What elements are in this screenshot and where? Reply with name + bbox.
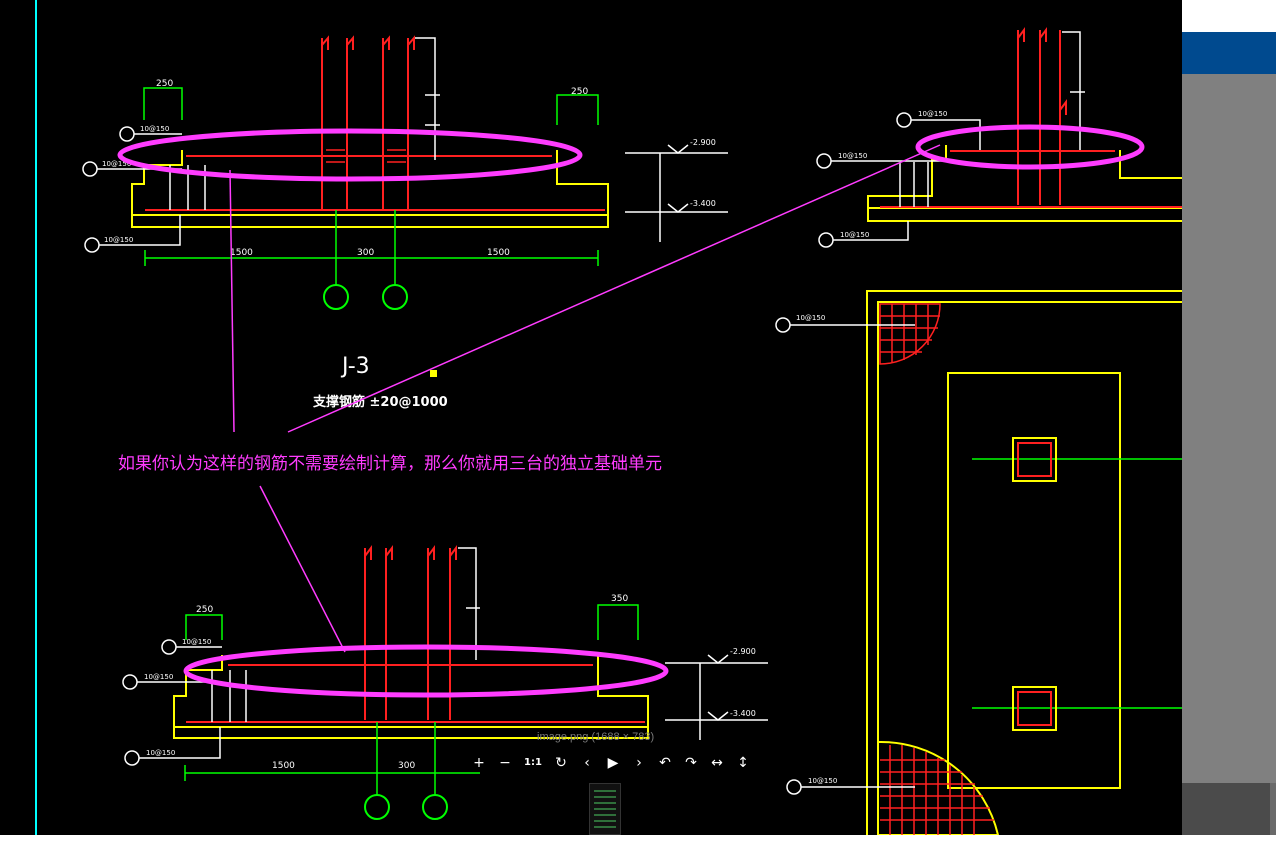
bar-label: 10@150 [838,152,867,160]
drawing-subtitle: 支撑钢筋 ±20@1000 [312,394,448,410]
bar-label: 10@150 [840,231,869,239]
sidebar-bottom [1182,783,1276,835]
bar-label: 10@150 [140,125,169,133]
dim-label: 1500 [272,761,295,771]
dim-label: 350 [611,594,628,604]
dim-label: 1500 [230,248,253,258]
bottom-strip [0,835,1276,851]
bar-label: 10@150 [918,110,947,118]
section-bottom: 250 350 1500 300 -2.900 -3.400 10@150 10… [122,545,768,820]
right-sidebar [1182,0,1276,835]
rotate-icon[interactable]: ↻ [555,755,567,771]
drawing-title: J-3 [340,354,370,379]
next-icon[interactable]: › [636,755,642,771]
sidebar-top [1182,0,1276,32]
zoom-in-button[interactable]: + [473,755,485,771]
bar-label: 10@150 [808,777,837,785]
dim-label: 300 [398,761,415,771]
dim-label: 250 [196,605,213,615]
bar-label: 10@150 [146,749,175,757]
section-top-right: 10@150 10@150 10@150 [816,27,1182,248]
bar-label: 10@150 [102,160,131,168]
level-label: -3.400 [730,709,756,718]
annotation-text: 如果你认为这样的钢筋不需要绘制计算，那么你就用三台的独立基础单元 [118,454,662,474]
annotation-leaders [229,144,941,653]
dim-label: 250 [156,79,173,89]
prev-icon[interactable]: ‹ [584,755,590,771]
dim-label: 300 [357,248,374,258]
level-label: -2.900 [690,138,716,147]
section-top-left: 250 250 1500 300 1500 -2.900 -3.400 10@ [82,35,728,310]
plan-view: 10@150 10@150 [775,290,1182,835]
level-label: -2.900 [730,647,756,656]
thumbnail[interactable] [589,783,621,835]
fit-height-icon[interactable]: ↕ [737,755,749,771]
level-label: -3.400 [690,199,716,208]
image-viewer: 250 250 1500 300 1500 -2.900 -3.400 10@ [0,0,1182,835]
dim-label: 250 [571,87,588,97]
zoom-out-button[interactable]: − [499,755,511,771]
fit-width-icon[interactable]: ↔ [711,755,723,771]
undo-icon[interactable]: ↶ [659,755,671,771]
bar-label: 10@150 [796,314,825,322]
image-caption: image.png (1688 × 783) [537,731,655,743]
dim-label: 1500 [487,248,510,258]
redo-icon[interactable]: ↷ [685,755,697,771]
bar-label: 10@150 [144,673,173,681]
zoom-reset-button[interactable]: 1:1 [524,757,542,768]
scrollbar[interactable] [1270,783,1276,835]
viewer-toolbar: + − 1:1 ↻ ‹ ▶ › ↶ ↷ ↔ ↕ [466,752,756,774]
cad-drawing: 250 250 1500 300 1500 -2.900 -3.400 10@ [35,0,1182,835]
bar-label: 10@150 [182,638,211,646]
sidebar-accent-band [1182,32,1276,74]
bar-label: 10@150 [104,236,133,244]
play-icon[interactable]: ▶ [607,755,619,771]
